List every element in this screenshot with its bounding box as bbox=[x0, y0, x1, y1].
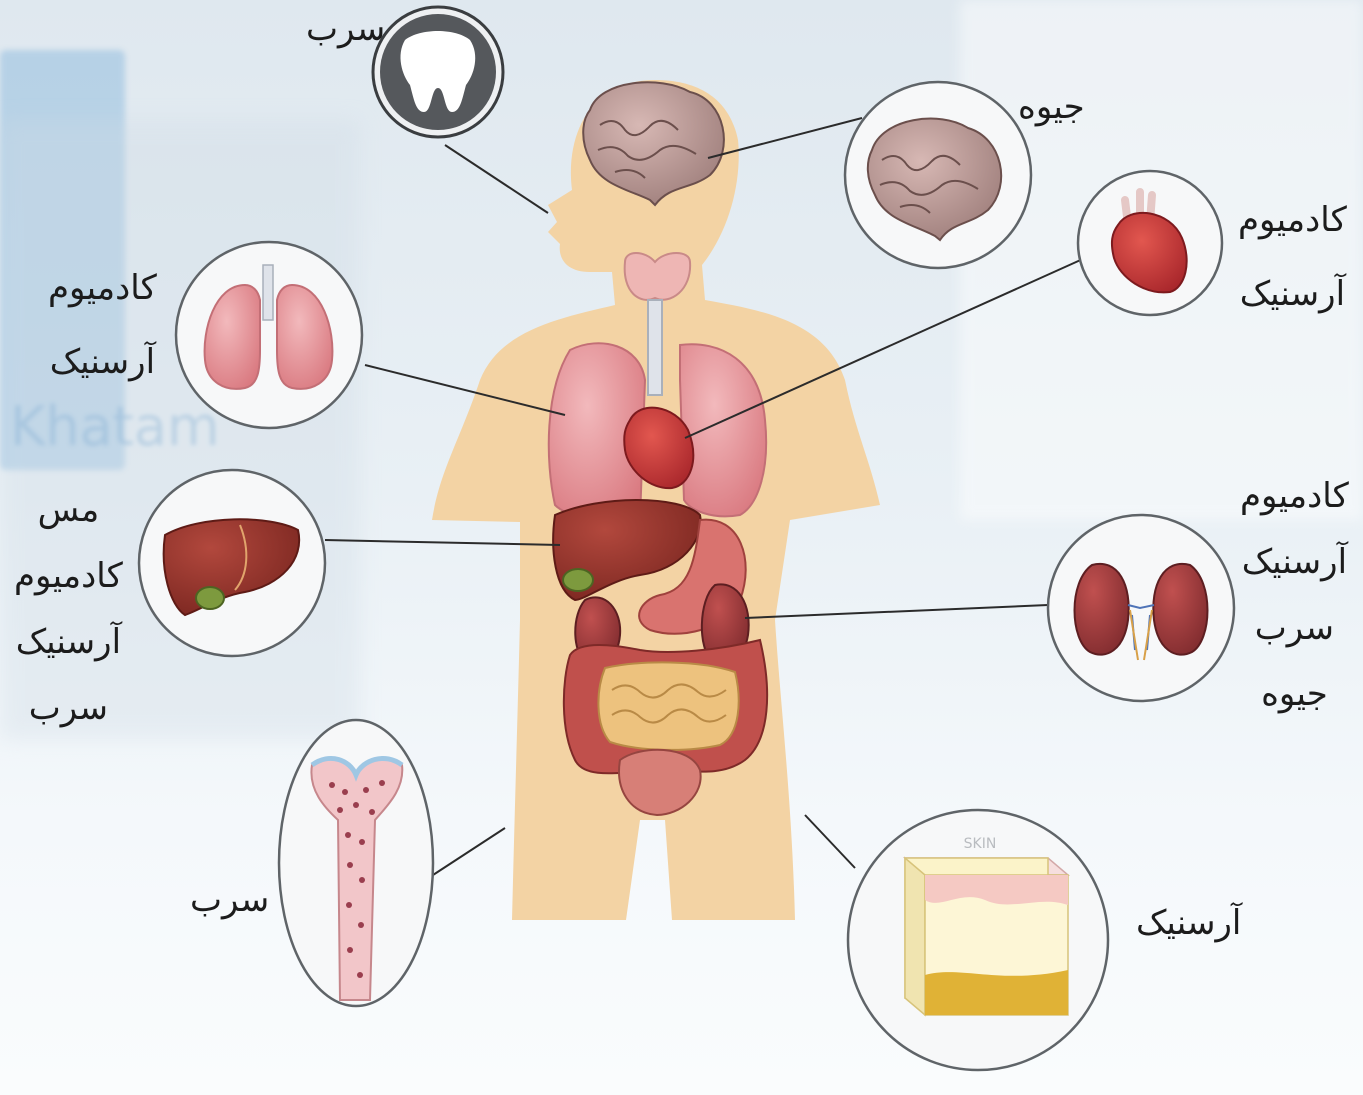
lungs-label-2: آرسنیک bbox=[50, 342, 155, 382]
heart-label-stack: کادمیوم آرسنیک bbox=[1238, 200, 1347, 314]
lungs-label-1: کادمیوم bbox=[48, 268, 157, 308]
tooth-label: سرب bbox=[306, 12, 385, 46]
heart-label-1: کادمیوم bbox=[1238, 200, 1347, 240]
brain-label: جیوه bbox=[1018, 90, 1085, 124]
kidneys-label-1: کادمیوم bbox=[1240, 476, 1349, 516]
liver-callout bbox=[139, 470, 325, 656]
leader-line-tooth bbox=[445, 145, 548, 213]
liver-label-2: کادمیوم bbox=[14, 556, 123, 596]
skin-callout: SKIN bbox=[848, 810, 1108, 1070]
skin-icon bbox=[905, 858, 1068, 1015]
leader-line-bone bbox=[433, 828, 505, 875]
liver-label-4: سرب bbox=[29, 688, 108, 728]
bone-label: سرب bbox=[190, 883, 269, 917]
heart-callout bbox=[1078, 171, 1222, 315]
leader-line-skin bbox=[805, 815, 855, 868]
skin-caption: SKIN bbox=[964, 836, 997, 852]
kidneys-label-2: آرسنیک bbox=[1242, 542, 1347, 582]
lungs-callout bbox=[176, 242, 362, 428]
leader-line-kidneys bbox=[745, 605, 1048, 618]
liver-label-1: مس bbox=[38, 490, 100, 530]
liver-label-3: آرسنیک bbox=[16, 622, 121, 662]
liver-label-stack: مس کادمیوم آرسنیک سرب bbox=[14, 490, 123, 728]
kidneys-label-stack: کادمیوم آرسنیک سرب جیوه bbox=[1240, 476, 1349, 714]
kidneys-label-4: جیوه bbox=[1261, 674, 1328, 714]
kidneys-label-3: سرب bbox=[1255, 608, 1334, 648]
skin-label: آرسنیک bbox=[1136, 906, 1241, 940]
bone-callout bbox=[279, 720, 433, 1006]
kidneys-callout bbox=[1048, 515, 1234, 701]
brain-callout bbox=[845, 82, 1031, 268]
tooth-callout bbox=[373, 7, 503, 137]
heart-label-2: آرسنیک bbox=[1240, 274, 1345, 314]
lungs-label-stack: کادمیوم آرسنیک bbox=[48, 268, 157, 382]
